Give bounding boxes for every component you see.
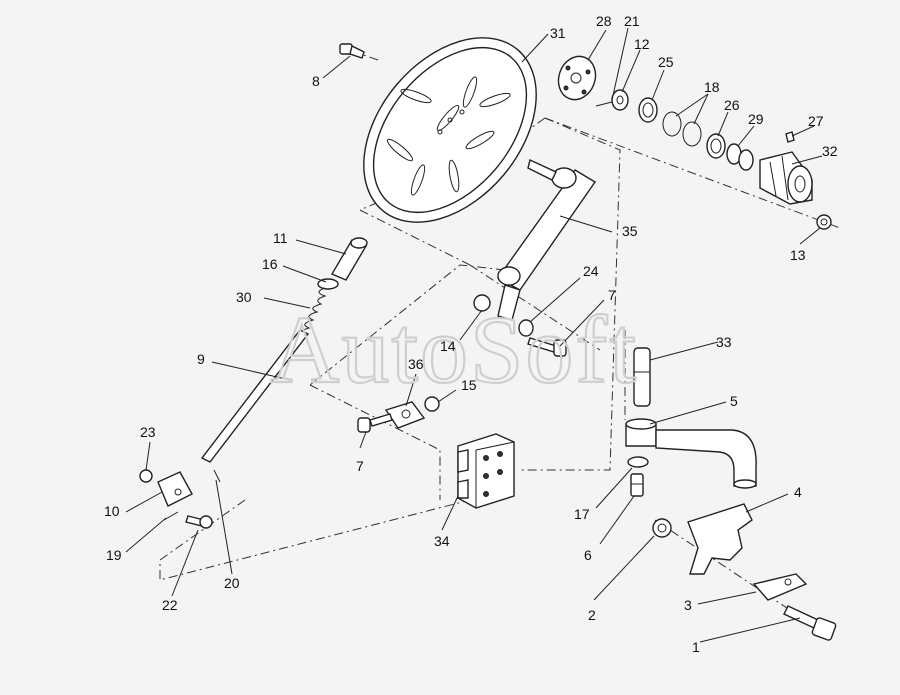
bolt-7-lower (357, 413, 393, 433)
bolt-1 (783, 605, 837, 641)
bolt-8 (339, 43, 365, 59)
callout-35: 35 (622, 223, 638, 239)
rod-9 (200, 329, 310, 463)
pin-20 (213, 469, 221, 483)
shaft-end-33 (633, 347, 651, 407)
callout-27: 27 (808, 113, 824, 129)
watermark: AutoSoft (270, 296, 638, 403)
callout-17: 17 (574, 506, 590, 522)
callout-6: 6 (584, 547, 592, 563)
screw-27 (785, 131, 795, 143)
callout-26: 26 (724, 97, 740, 113)
callout-22: 22 (162, 597, 178, 613)
callout-23: 23 (140, 424, 156, 440)
callout-19: 19 (106, 547, 122, 563)
callout-3: 3 (684, 597, 692, 613)
callout-15: 15 (461, 377, 477, 393)
callout-12: 12 (634, 36, 650, 52)
bracket-34 (457, 433, 515, 509)
callout-33: 33 (716, 334, 732, 350)
leader-lines (125, 27, 823, 643)
steering-wheel (363, 37, 537, 223)
callout-36: 36 (408, 356, 424, 372)
lever-4 (687, 503, 753, 575)
callout-24: 24 (583, 263, 599, 279)
washers-29 (726, 143, 754, 171)
clamp-36 (384, 401, 426, 429)
callout-2: 2 (588, 607, 596, 623)
callout-20: 20 (224, 575, 240, 591)
callout-32: 32 (822, 143, 838, 159)
callout-28: 28 (596, 13, 612, 29)
bearing-26 (706, 133, 726, 159)
steering-column-35 (496, 159, 597, 321)
elbow-tube-5 (625, 418, 757, 489)
bolt-7-upper (527, 337, 567, 357)
callout-25: 25 (658, 54, 674, 70)
nut-15 (424, 396, 440, 412)
callout-9: 9 (197, 351, 205, 367)
washer-17 (627, 456, 649, 468)
yoke-10 (157, 471, 193, 507)
flange-plate-28 (557, 55, 597, 101)
nut-12 (611, 89, 629, 111)
nut-23 (139, 469, 153, 483)
callout-18: 18 (704, 79, 720, 95)
hub-32 (759, 151, 813, 205)
callout-14: 14 (440, 338, 456, 354)
snap-rings-18 (662, 111, 702, 147)
callout-7-upper: 7 (608, 287, 616, 303)
callout-29: 29 (748, 111, 764, 127)
callout-21: 21 (624, 13, 640, 29)
callout-34: 34 (434, 533, 450, 549)
callout-4: 4 (794, 484, 802, 500)
callout-16: 16 (262, 256, 278, 272)
bolt-6 (630, 473, 644, 497)
pin-19 (163, 511, 179, 521)
washer-16 (317, 278, 339, 290)
callout-10: 10 (104, 503, 120, 519)
callout-13: 13 (790, 247, 806, 263)
link-3 (752, 573, 808, 601)
callout-7-lower: 7 (356, 458, 364, 474)
callout-30: 30 (236, 289, 252, 305)
callout-labels: 1 2 3 4 5 6 7 7 8 9 10 11 12 13 14 15 16… (104, 13, 838, 655)
callout-11: 11 (273, 230, 288, 246)
callout-31: 31 (550, 25, 566, 41)
nut-2 (652, 518, 672, 538)
washer-24 (518, 319, 534, 337)
bolt-11 (330, 237, 368, 281)
callout-5: 5 (730, 393, 738, 409)
pin-22 (185, 515, 213, 529)
callout-1: 1 (692, 639, 700, 655)
bearing-25 (638, 97, 658, 123)
pin-21 (595, 101, 613, 107)
callout-8: 8 (312, 73, 320, 89)
nut-13 (816, 214, 832, 230)
nut-14 (473, 294, 491, 312)
